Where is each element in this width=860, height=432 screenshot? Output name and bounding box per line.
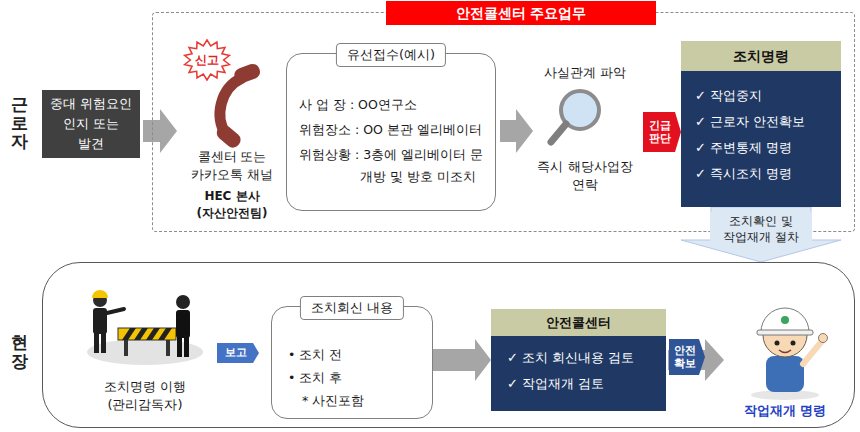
character-helmet-brim xyxy=(757,330,813,335)
tag-text: 긴급 판단 xyxy=(644,119,675,145)
block-arrow xyxy=(668,339,724,381)
person-leg xyxy=(177,337,182,357)
box-row: * 사진포함 xyxy=(288,389,424,412)
hazard-box: 중대 위험요인 인지 또는 발견 xyxy=(42,90,140,158)
tag-fill xyxy=(217,343,259,363)
node-text: 중대 위험요인 인지 또는 발견 xyxy=(48,94,134,154)
panel-body: ✓ 조치 회신내용 검토✓ 작업재개 검토 xyxy=(491,336,666,411)
office-caption: HEC 본사 (자산안전팀) xyxy=(187,188,277,222)
burst-outline xyxy=(185,40,230,80)
magnifier-handle xyxy=(551,124,566,142)
box-row: • 조치 전 xyxy=(288,343,424,366)
character-arm xyxy=(803,341,822,364)
report-tag: 보고 xyxy=(217,343,259,363)
tag-text: 안전 확보 xyxy=(670,344,699,370)
barrier-stripe xyxy=(158,328,172,340)
check-item: ✓ 조치 회신내용 검토 xyxy=(507,345,662,371)
step-caption: 사실관계 파악 xyxy=(535,64,635,82)
character-eye xyxy=(775,341,780,346)
character-helmet xyxy=(761,308,809,332)
box-heading: 유선접수(예시) xyxy=(336,43,446,67)
region-heading: 안전콜센터 주요업무 xyxy=(386,1,656,25)
block-arrow xyxy=(500,109,533,153)
report-burst: 신고 xyxy=(183,39,231,81)
box-row: 사 업 장 : OO연구소 xyxy=(299,94,485,116)
reply-box: 조치회신 내용• 조치 전• 조치 후* 사진포함 xyxy=(271,306,433,419)
order-panel: 조치명령✓ 작업중지✓ 근로자 안전확보✓ 주변통제 명령✓ 즉시조치 명령 xyxy=(681,41,841,207)
worker-helmet xyxy=(92,290,108,298)
barrier-post xyxy=(166,338,170,356)
flow-arrow xyxy=(433,339,491,381)
barrier-bar xyxy=(118,328,176,340)
row-label: 현장 xyxy=(11,333,28,370)
flow-down-arrow xyxy=(681,207,841,262)
box-heading: 조치회신 내용 xyxy=(300,296,404,320)
barrier-stripe xyxy=(122,328,136,340)
character-mouth xyxy=(779,350,791,353)
check-item: ✓ 근로자 안전확보 xyxy=(695,109,837,135)
box-row: 위험장소 : OO 본관 엘리베이터 xyxy=(299,119,485,141)
worker-leg xyxy=(94,333,99,353)
tag-text: 보고 xyxy=(225,346,247,359)
tag-fill xyxy=(643,112,681,152)
worker-arm xyxy=(107,309,124,313)
character-body xyxy=(766,356,804,392)
intake-box: 유선접수(예시)사 업 장 : OO연구소위험장소 : OO 본관 엘리베이터위… xyxy=(286,53,496,211)
helmet-logo xyxy=(781,316,789,324)
barrier-post xyxy=(124,338,128,356)
panel-heading: 안전콜센터 xyxy=(491,309,666,336)
connector-label: 조치확인 및 작업재개 절차 xyxy=(710,212,812,246)
block-arrow xyxy=(143,109,177,153)
worker-body xyxy=(93,308,107,334)
worker-leg xyxy=(101,333,106,353)
check-item: ✓ 주변통제 명령 xyxy=(695,135,837,161)
person-head xyxy=(176,295,190,309)
person-body xyxy=(176,310,190,338)
phone-mouthpiece xyxy=(214,122,244,150)
box-row: 위험상황 : 3층에 엘리베이터 문 개방 및 방호 미조치 xyxy=(299,144,485,188)
step-caption: 조치명령 이행 (관리감독자) xyxy=(90,378,200,414)
character-hand xyxy=(819,334,828,343)
channel-caption: 콜센터 또는 카카오톡 채널 xyxy=(182,148,282,183)
character-eye xyxy=(791,341,796,346)
panel-body: ✓ 작업중지✓ 근로자 안전확보✓ 주변통제 명령✓ 즉시조치 명령 xyxy=(681,71,841,207)
box-row: • 조치 후 xyxy=(288,366,424,389)
review-panel: 안전콜센터✓ 조치 회신내용 검토✓ 작업재개 검토 xyxy=(491,309,666,411)
person-leg xyxy=(184,337,189,357)
check-item: ✓ 작업중지 xyxy=(695,83,837,109)
tag-fill xyxy=(669,339,705,375)
panel-heading: 조치명령 xyxy=(681,41,841,71)
burst-text: 신고 xyxy=(195,52,219,69)
safety-tag: 안전 확보 xyxy=(669,339,705,375)
result-caption: 작업재개 명령 xyxy=(730,402,840,420)
row-label: 근로자 xyxy=(11,95,28,151)
check-item: ✓ 작업재개 검토 xyxy=(507,371,662,397)
barrier-stripe xyxy=(134,328,148,340)
urgent-tag: 긴급 판단 xyxy=(643,112,681,152)
phone-earpiece xyxy=(232,62,262,85)
barrier-stripe xyxy=(146,328,160,340)
step-caption: 즉시 해당사업장 연락 xyxy=(530,158,640,194)
check-item: ✓ 즉시조치 명령 xyxy=(695,161,837,187)
